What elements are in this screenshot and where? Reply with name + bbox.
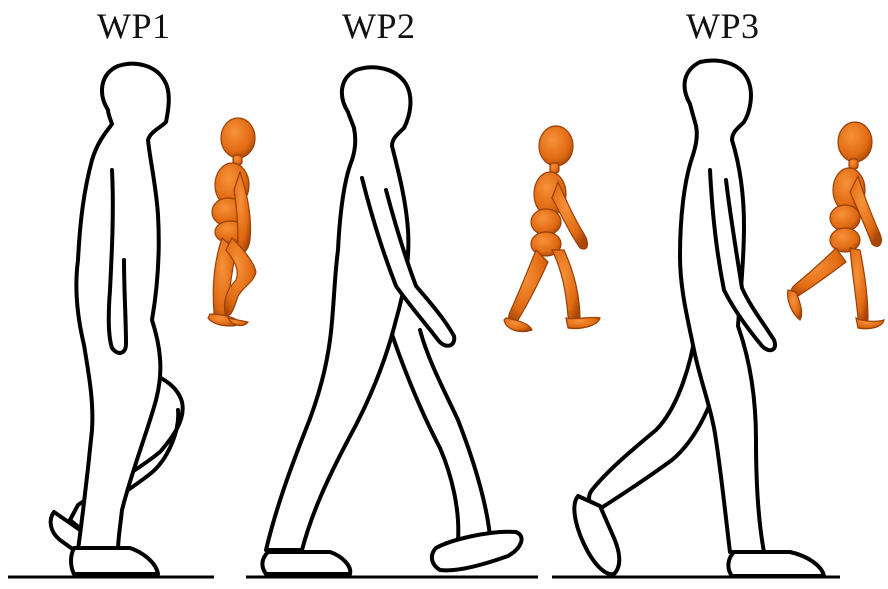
walking-human-outline-wp2 [262,67,521,574]
walking-human-outline-wp1 [51,64,183,574]
walking-humanoid-robot-wp2 [504,126,600,332]
walking-humanoid-robot-wp1 [208,118,256,326]
walking-humanoid-robot-wp3 [788,122,884,329]
walking-human-outline-wp3 [574,61,824,576]
